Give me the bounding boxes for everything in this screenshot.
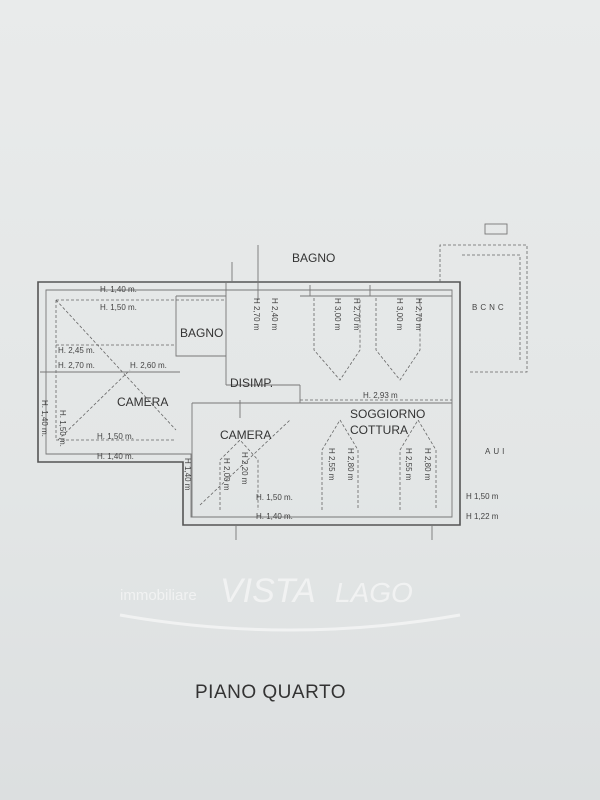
room-camera-center: CAMERA [220,428,271,442]
room-bagno: BAGNO [180,326,223,340]
watermark: immobiliare VISTA LAGO [119,572,461,632]
height-label: H 2,70 m [352,298,361,331]
height-label: H. 2,93 m [363,391,398,400]
watermark-logo-2: LAGO [335,577,413,608]
room-bcnc: BCNC [472,303,507,312]
walls [37,223,528,540]
height-label: H. 1,50 m. [100,303,137,312]
room-camera-left: CAMERA [117,395,168,409]
room-disimp: DISIMP. [230,376,273,390]
height-label: H 1,40 m [183,458,192,491]
watermark-text: immobiliare [120,587,197,604]
height-label: H. 1,40 m. [40,400,49,437]
watermark-logo: VISTA [220,572,316,610]
floor-title: PIANO QUARTO [195,682,346,703]
height-label: H 2,55 m [404,448,413,481]
room-soggiorno: SOGGIORNO [350,407,425,421]
height-label: H 1,22 m [466,512,499,521]
height-label: H 2,00 m [222,458,231,491]
height-label: H. 2,60 m. [130,361,167,370]
height-label: H 2,20 m [240,452,249,485]
height-label: H. 2,45 m. [58,346,95,355]
height-label: H 3,00 m [395,298,404,331]
room-labels: BAGNO BAGNO DISIMP. CAMERA CAMERA SOGGIO… [117,251,507,456]
height-labels: H. 1,40 m. H. 1,50 m. H. 2,45 m. H. 2,70… [40,285,499,521]
height-label: H 2,80 m [423,448,432,481]
room-bagno-top: BAGNO [292,251,335,265]
height-label: H 2,80 m [346,448,355,481]
room-cottura: COTTURA [350,423,408,437]
height-label: H 2,70 m [414,298,423,331]
height-label: H. 2,70 m. [58,361,95,370]
height-label: H. 1,40 m. [100,285,137,294]
height-label: H. 1,50 m. [97,432,134,441]
room-aui: AUI [485,447,507,456]
height-label: H 2,55 m [327,448,336,481]
height-label: H 1,50 m [466,492,499,501]
height-label: H 2,70 m [252,298,261,331]
height-label: H. 1,50 m. [256,493,293,502]
height-label: H. 1,50 m. [58,410,67,447]
height-label: H 3,00 m [333,298,342,331]
height-label: H. 1,40 m. [256,512,293,521]
height-label: H 2,40 m [270,298,279,331]
height-label: H. 1,40 m. [97,452,134,461]
